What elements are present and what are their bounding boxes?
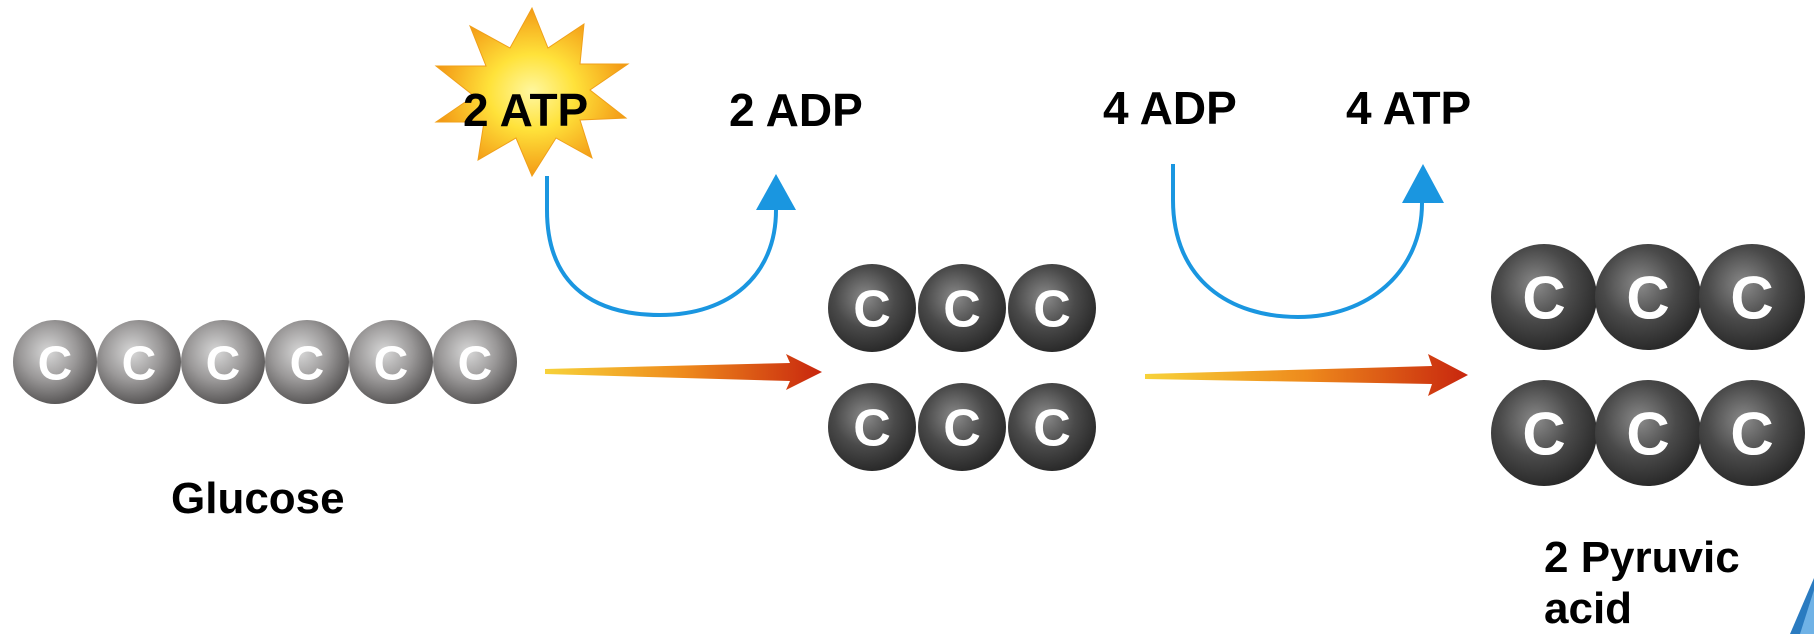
carbon-atom-circle [918, 264, 1006, 352]
carbon-atom-circle [265, 320, 349, 404]
carbon-atom-circle [1008, 383, 1096, 471]
pyruvic-carbon-atom: C [1491, 380, 1597, 486]
intermediate-carbon-atom: C [918, 383, 1006, 471]
carbon-atom-symbol: C [1033, 281, 1071, 339]
pyruvic-carbon-atom: C [1595, 244, 1701, 350]
intermediate-carbon-atom: C [828, 264, 916, 352]
adp-output-label: 2 ADP [729, 84, 863, 136]
carbon-atom-symbol: C [943, 400, 981, 458]
carbon-atom-symbol: C [1626, 401, 1669, 468]
carbon-atom-symbol: C [122, 337, 157, 390]
intermediate-carbon-atom: C [1008, 383, 1096, 471]
carbon-atom-circle [1491, 244, 1597, 350]
pyruvic-acid-label: 2 Pyruvic acid [1544, 533, 1740, 634]
intermediate-carbon-atom: C [1008, 264, 1096, 352]
glucose-carbon-atom: C [265, 320, 349, 404]
atp-cycle-arrowhead-2 [1402, 164, 1444, 203]
carbon-atom-circle [433, 320, 517, 404]
carbon-atom-symbol: C [1522, 401, 1565, 468]
carbon-atom-circle [1699, 380, 1805, 486]
carbon-atom-circle [1491, 380, 1597, 486]
starburst-icon [434, 6, 630, 178]
carbon-atom-symbol: C [943, 281, 981, 339]
reaction-arrow-1 [545, 354, 822, 390]
carbon-atom-circle [97, 320, 181, 404]
carbon-atom-circle [828, 383, 916, 471]
corner-decoration-highlight [1800, 590, 1814, 634]
carbon-atom-circle [828, 264, 916, 352]
carbon-atom-circle [1699, 244, 1805, 350]
carbon-atom-symbol: C [458, 337, 493, 390]
carbon-atom-circle [349, 320, 433, 404]
carbon-atom-symbol: C [290, 337, 325, 390]
carbon-atom-symbol: C [853, 400, 891, 458]
atp-cycle-arrowhead-1 [756, 174, 796, 210]
carbon-atom-symbol: C [1730, 401, 1773, 468]
carbon-atom-circle [181, 320, 265, 404]
intermediate-carbon-atom: C [828, 383, 916, 471]
carbon-atom-symbol: C [1522, 265, 1565, 332]
pyruvic-acid-label-line-1: 2 Pyruvic [1544, 533, 1740, 582]
glucose-carbon-atom: C [97, 320, 181, 404]
glucose-carbon-atom: C [433, 320, 517, 404]
carbon-atom-symbol: C [1730, 265, 1773, 332]
pyruvic-carbon-atom: C [1595, 380, 1701, 486]
atp-input-label: 2 ATP [463, 84, 589, 136]
glucose-label: Glucose [171, 474, 345, 523]
carbon-atom-circle [13, 320, 97, 404]
atp-output-label: 4 ATP [1346, 82, 1472, 134]
glucose-carbon-atom: C [13, 320, 97, 404]
pyruvic-carbon-atom: C [1699, 244, 1805, 350]
carbon-atom-circle [1595, 380, 1701, 486]
carbon-atom-circle [1008, 264, 1096, 352]
carbon-atom-symbol: C [1033, 400, 1071, 458]
carbon-atom-symbol: C [853, 281, 891, 339]
pyruvic-carbon-atom: C [1699, 380, 1805, 486]
carbon-atom-circle [1595, 244, 1701, 350]
glucose-carbon-atom: C [181, 320, 265, 404]
pyruvic-carbon-atom: C [1491, 244, 1597, 350]
adp-input-label: 4 ADP [1103, 82, 1237, 134]
pyruvic-acid-label-line-2: acid [1544, 583, 1633, 633]
reaction-arrow-2 [1145, 354, 1468, 396]
glucose-carbon-atom: C [349, 320, 433, 404]
carbon-atom-symbol: C [1626, 265, 1669, 332]
intermediate-carbon-atom: C [918, 264, 1006, 352]
atp-cycle-arrow-1 [545, 176, 778, 318]
carbon-atom-symbol: C [374, 337, 409, 390]
carbon-atom-circle [918, 383, 1006, 471]
atp-cycle-arrow-2 [1171, 164, 1424, 320]
carbon-atom-symbol: C [206, 337, 241, 390]
carbon-atom-symbol: C [38, 337, 73, 390]
